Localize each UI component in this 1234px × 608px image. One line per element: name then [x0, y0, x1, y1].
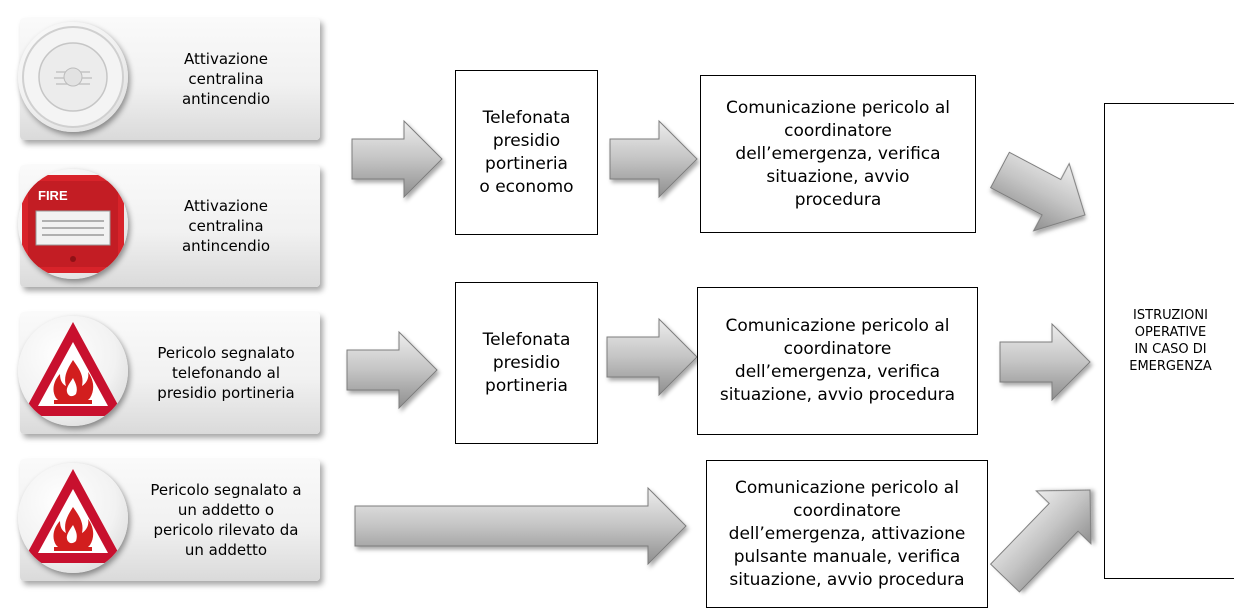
arrow-to-instructions-3-shape	[989, 489, 1092, 593]
arrow-to-communication-3-shape	[354, 486, 687, 566]
arrow-to-communication-1-shape	[609, 119, 698, 199]
source-label: Attivazione centralina antincendio	[181, 50, 271, 108]
arrow-to-phone-call-1	[351, 119, 443, 199]
smoke-detector-icon	[18, 22, 128, 132]
source-card-phone-report: Pericolo segnalato telefonando al presid…	[18, 312, 320, 434]
phone-call-box: Telefonata presidio portineria	[455, 282, 598, 444]
arrow-to-communication-2	[606, 317, 698, 397]
source-card-staff-report: Pericolo segnalato a un addetto o perico…	[18, 459, 320, 581]
communication-box: Comunicazione pericolo al coordinatore d…	[700, 75, 976, 233]
source-label: Pericolo segnalato a un addetto o perico…	[150, 481, 302, 559]
arrow-to-instructions-1	[989, 151, 1086, 232]
fire-warning-sign-icon	[18, 316, 128, 426]
arrow-to-instructions-3	[989, 489, 1092, 593]
source-label: Pericolo segnalato telefonando al presid…	[157, 344, 295, 402]
fire-alarm-call-point-icon: FIRE	[18, 169, 128, 279]
arrow-to-phone-call-2-shape	[346, 330, 438, 410]
arrow-to-communication-2-shape	[606, 317, 698, 397]
emergency-instructions-box: ISTRUZIONI OPERATIVE IN CASO DI EMERGENZ…	[1104, 103, 1234, 579]
communication-box: Comunicazione pericolo al coordinatore d…	[697, 287, 978, 435]
arrow-to-phone-call-2	[346, 330, 438, 410]
arrow-to-instructions-2-shape	[999, 322, 1091, 402]
fire-warning-sign-icon	[18, 463, 128, 573]
source-card-smoke-detector: Attivazione centralina antincendio	[18, 18, 320, 140]
call-point-fire-text: FIRE	[38, 188, 68, 203]
arrow-to-communication-1	[609, 119, 698, 199]
arrow-to-phone-call-1-shape	[351, 119, 443, 199]
arrow-to-instructions-2	[999, 322, 1091, 402]
communication-box: Comunicazione pericolo al coordinatore d…	[706, 460, 988, 608]
source-label: Attivazione centralina antincendio	[181, 197, 271, 255]
source-card-manual-call-point: FIRE Attivazione centralina antincendio	[18, 165, 320, 287]
arrow-to-communication-3	[354, 486, 687, 566]
arrow-to-instructions-1-shape	[989, 151, 1086, 232]
phone-call-box: Telefonata presidio portineria o economo	[455, 70, 598, 235]
